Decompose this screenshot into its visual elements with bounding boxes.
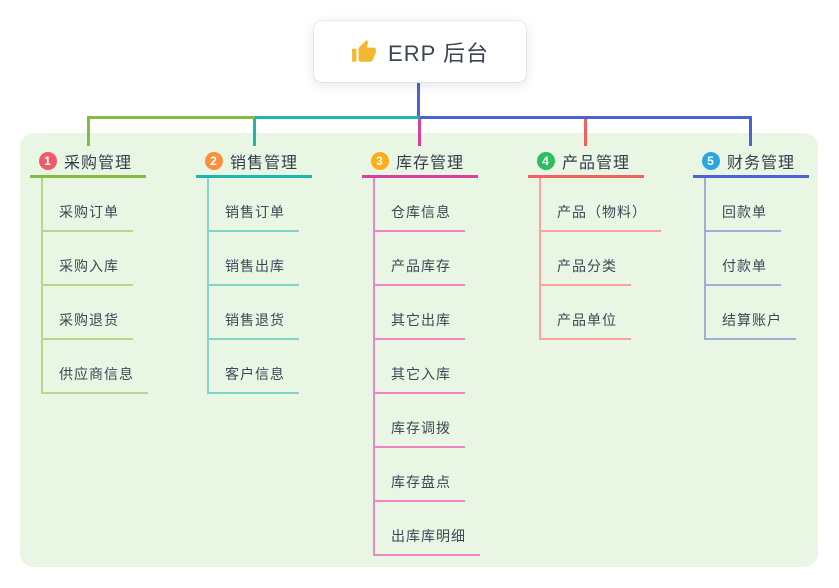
leaf-label: 销售出库 <box>225 258 285 274</box>
branch-number-badge: 2 <box>205 151 223 170</box>
leaf-node[interactable]: 产品（物料） <box>541 178 661 232</box>
leaf-node[interactable]: 产品库存 <box>375 232 465 286</box>
connector-drop-branch-2 <box>253 119 256 146</box>
leaf-node[interactable]: 采购入库 <box>43 232 133 286</box>
leaf-node[interactable]: 采购退货 <box>43 286 133 340</box>
leaf-node[interactable]: 结算账户 <box>706 286 796 340</box>
leaf-label: 销售退货 <box>225 312 285 328</box>
leaf-node[interactable]: 销售退货 <box>209 286 299 340</box>
leaf-label: 结算账户 <box>722 312 782 328</box>
branch-number-badge: 4 <box>537 151 555 170</box>
leaf-node[interactable]: 客户信息 <box>209 340 299 394</box>
connector-drop-branch-1 <box>87 119 90 146</box>
leaf-node[interactable]: 销售订单 <box>209 178 299 232</box>
leaf-node[interactable]: 产品单位 <box>541 286 631 340</box>
leaf-label: 库存盘点 <box>391 474 451 490</box>
leaf-label: 采购订单 <box>59 204 119 220</box>
leaf-label: 产品单位 <box>557 312 617 328</box>
branch-node-product[interactable]: 4 产品管理 <box>528 146 644 178</box>
leaf-label: 产品（物料） <box>557 204 647 220</box>
branch-children-product: 产品（物料） 产品分类 产品单位 <box>539 178 661 340</box>
leaf-label: 客户信息 <box>225 366 285 382</box>
leaf-node[interactable]: 产品分类 <box>541 232 631 286</box>
leaf-node[interactable]: 其它入库 <box>375 340 465 394</box>
branch-title-label: 库存管理 <box>396 154 465 172</box>
branch-node-sales[interactable]: 2 销售管理 <box>196 146 312 178</box>
leaf-label: 产品库存 <box>391 258 451 274</box>
connector-horizontal-left <box>87 116 255 119</box>
branch-number-badge: 3 <box>371 151 389 170</box>
leaf-label: 回款单 <box>722 204 767 220</box>
branch-title-label: 销售管理 <box>230 154 299 172</box>
branch-node-inventory[interactable]: 3 库存管理 <box>362 146 478 178</box>
root-node-label: ERP 后台 <box>388 40 489 66</box>
thumbs-up-icon <box>351 39 377 65</box>
leaf-label: 仓库信息 <box>391 204 451 220</box>
leaf-node[interactable]: 销售出库 <box>209 232 299 286</box>
leaf-label: 供应商信息 <box>59 366 134 382</box>
connector-horizontal-right <box>420 116 752 119</box>
leaf-node[interactable]: 回款单 <box>706 178 781 232</box>
leaf-label: 产品分类 <box>557 258 617 274</box>
branch-title-label: 采购管理 <box>64 154 133 172</box>
branch-node-finance[interactable]: 5 财务管理 <box>693 146 809 178</box>
leaf-label: 出库库明细 <box>391 528 466 544</box>
leaf-node[interactable]: 库存调拨 <box>375 394 465 448</box>
leaf-node[interactable]: 供应商信息 <box>43 340 148 394</box>
leaf-label: 采购入库 <box>59 258 119 274</box>
leaf-node[interactable]: 其它出库 <box>375 286 465 340</box>
branch-title-label: 产品管理 <box>562 154 631 172</box>
connector-drop-branch-3 <box>418 119 421 146</box>
branch-children-inventory: 仓库信息 产品库存 其它出库 其它入库 库存调拨 库存盘点 出库库明细 <box>373 178 480 556</box>
branch-node-purchase[interactable]: 1 采购管理 <box>30 146 146 178</box>
branch-number-badge: 5 <box>702 151 720 170</box>
branch-title-label: 财务管理 <box>727 154 796 172</box>
connector-horizontal-mid <box>255 116 420 119</box>
leaf-node[interactable]: 付款单 <box>706 232 781 286</box>
leaf-node[interactable]: 采购订单 <box>43 178 133 232</box>
leaf-label: 库存调拨 <box>391 420 451 436</box>
leaf-node[interactable]: 出库库明细 <box>375 502 480 556</box>
leaf-node[interactable]: 库存盘点 <box>375 448 465 502</box>
branch-number-badge: 1 <box>39 151 57 170</box>
leaf-label: 采购退货 <box>59 312 119 328</box>
branch-children-sales: 销售订单 销售出库 销售退货 客户信息 <box>207 178 299 394</box>
leaf-label: 其它入库 <box>391 366 451 382</box>
connector-drop-branch-4 <box>584 119 587 146</box>
branch-children-purchase: 采购订单 采购入库 采购退货 供应商信息 <box>41 178 148 394</box>
connector-root-vertical <box>417 82 420 119</box>
branches-panel <box>20 133 818 567</box>
leaf-label: 付款单 <box>722 258 767 274</box>
branch-children-finance: 回款单 付款单 结算账户 <box>704 178 796 340</box>
leaf-label: 销售订单 <box>225 204 285 220</box>
connector-drop-branch-5 <box>749 119 752 146</box>
leaf-node[interactable]: 仓库信息 <box>375 178 465 232</box>
leaf-label: 其它出库 <box>391 312 451 328</box>
root-node[interactable]: ERP 后台 <box>314 21 526 82</box>
